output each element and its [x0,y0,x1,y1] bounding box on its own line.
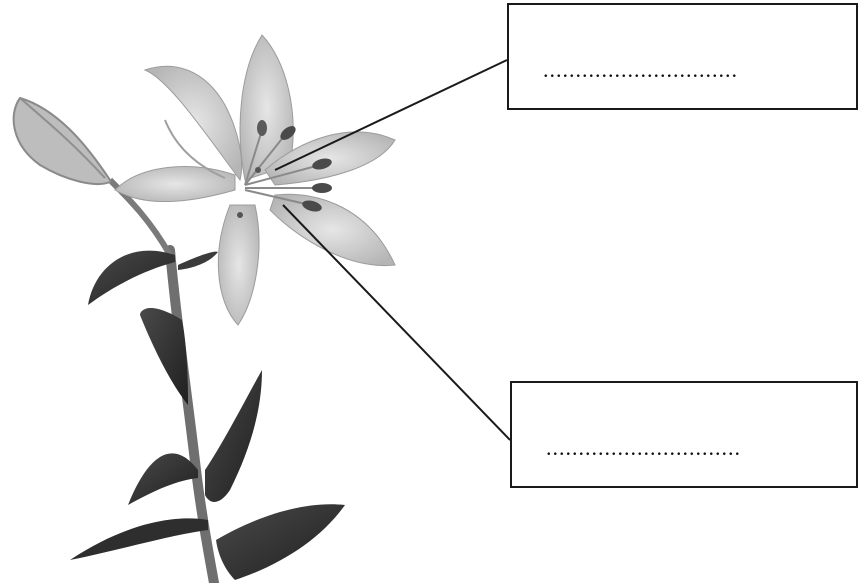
leader-line-bottom [283,205,510,440]
lily-petals [115,35,395,325]
leader-line-top [275,60,507,170]
label-box-bottom[interactable]: .............................. [510,381,858,488]
blank-answer-line[interactable]: .............................. [546,435,741,461]
flower-bud [14,98,110,184]
label-box-top[interactable]: .............................. [507,3,858,110]
blank-answer-line[interactable]: .............................. [543,57,738,83]
